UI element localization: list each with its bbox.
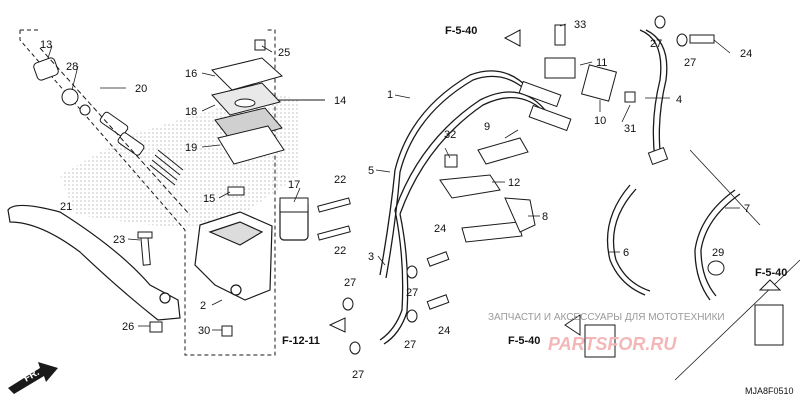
callout-27a: 27 bbox=[344, 277, 356, 289]
callout-10: 10 bbox=[594, 115, 606, 127]
watermark-brand: PARTSFOR.RU bbox=[548, 334, 677, 354]
callout-32: 32 bbox=[444, 129, 456, 141]
callout-31: 31 bbox=[624, 123, 636, 135]
callout-28: 28 bbox=[66, 61, 78, 73]
callout-27e: 27 bbox=[650, 38, 662, 50]
callout-24c: 24 bbox=[740, 48, 752, 60]
brake-hoses bbox=[379, 29, 741, 345]
reference-label-f1211: F-12-11 bbox=[282, 335, 320, 347]
callout-26: 26 bbox=[122, 321, 134, 333]
washers-27 bbox=[342, 15, 688, 355]
callout-2: 2 bbox=[200, 300, 206, 312]
callout-18: 18 bbox=[185, 106, 197, 118]
diagram-code: MJA8F0510 bbox=[745, 386, 794, 396]
hose-fittings bbox=[149, 24, 784, 358]
callout-4: 4 bbox=[676, 94, 682, 106]
callout-19: 19 bbox=[185, 142, 197, 154]
callout-27b: 27 bbox=[352, 369, 364, 381]
master-cylinder-body bbox=[194, 199, 309, 301]
callout-5: 5 bbox=[368, 165, 374, 177]
callout-numbers: 1 2 3 4 5 6 7 8 9 10 11 12 13 14 15 16 1… bbox=[40, 19, 752, 381]
pivot-bolt bbox=[137, 231, 153, 266]
callout-14: 14 bbox=[334, 95, 346, 107]
callout-33: 33 bbox=[574, 19, 586, 31]
callout-16: 16 bbox=[185, 68, 197, 80]
callout-22a: 22 bbox=[334, 174, 346, 186]
callout-13: 13 bbox=[40, 39, 52, 51]
callout-24a: 24 bbox=[434, 223, 446, 235]
callout-9: 9 bbox=[484, 121, 490, 133]
callout-15: 15 bbox=[203, 193, 215, 205]
callout-25: 25 bbox=[278, 47, 290, 59]
reference-label-f540-right: F-5-40 bbox=[755, 267, 787, 279]
callout-3: 3 bbox=[368, 251, 374, 263]
callout-22b: 22 bbox=[334, 245, 346, 257]
brake-lever bbox=[7, 204, 181, 321]
callout-29: 29 bbox=[712, 247, 724, 259]
reference-label-f540-bottom: F-5-40 bbox=[508, 335, 540, 347]
piston-kit bbox=[33, 47, 191, 216]
bolts-22 bbox=[317, 197, 351, 241]
callout-23: 23 bbox=[113, 234, 125, 246]
callout-17: 17 bbox=[288, 179, 300, 191]
callout-20: 20 bbox=[135, 83, 147, 95]
callout-30: 30 bbox=[198, 325, 210, 337]
callout-6: 6 bbox=[623, 247, 629, 259]
master-cylinder-group-outline bbox=[19, 29, 325, 356]
leader-lines bbox=[47, 23, 800, 381]
callout-21: 21 bbox=[60, 201, 72, 213]
callout-11: 11 bbox=[596, 57, 607, 69]
reference-arrows bbox=[328, 29, 782, 336]
callout-12: 12 bbox=[508, 177, 520, 189]
callout-27f: 27 bbox=[684, 57, 696, 69]
reference-label-f540-top: F-5-40 bbox=[445, 25, 477, 37]
front-direction-arrow: FR. bbox=[8, 362, 58, 394]
callout-24b: 24 bbox=[438, 325, 450, 337]
callout-27d: 27 bbox=[406, 287, 418, 299]
callout-8: 8 bbox=[542, 211, 548, 223]
callout-27c: 27 bbox=[404, 339, 416, 351]
watermark-top-text: ЗАПЧАСТИ И АКСЕССУАРЫ ДЛЯ МОТОТЕХНИКИ bbox=[488, 312, 725, 323]
reservoir-cap-parts bbox=[211, 57, 285, 165]
callout-1: 1 bbox=[387, 89, 393, 101]
callout-7: 7 bbox=[744, 203, 750, 215]
